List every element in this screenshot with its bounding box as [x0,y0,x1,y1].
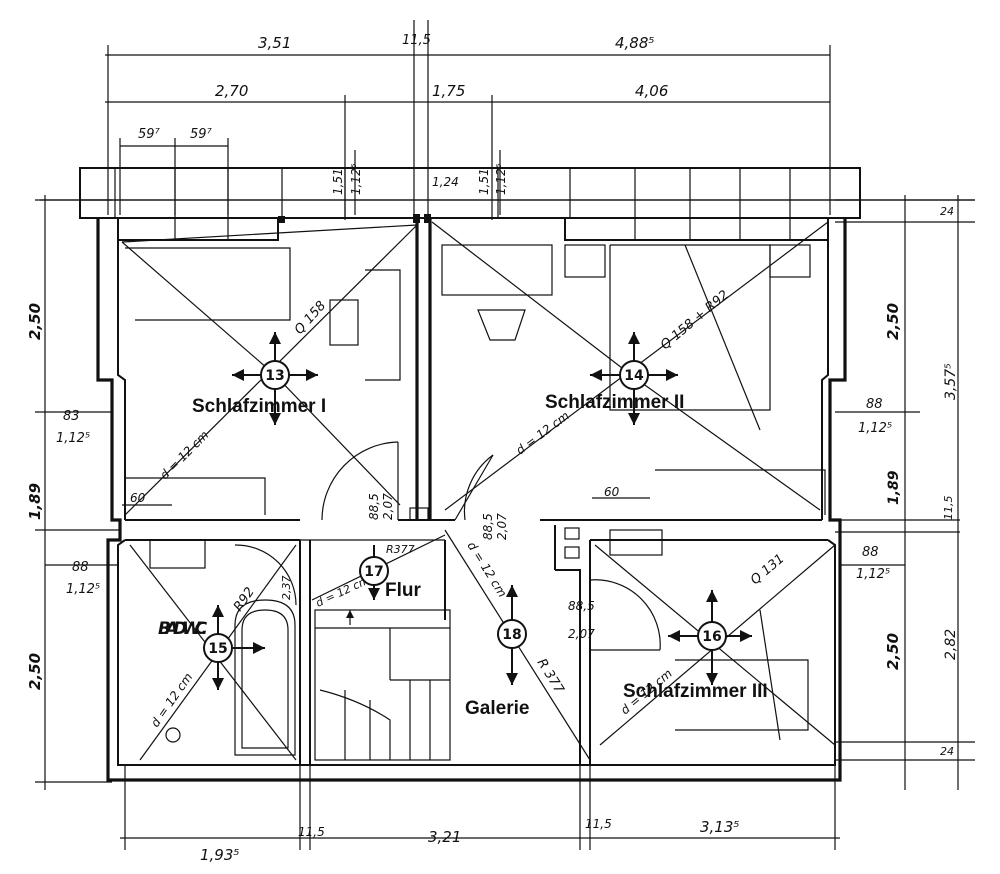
room-number-14: 14 [624,368,644,384]
label-r377-galerie: R 377 [534,656,567,697]
door-2-height: 2,07 [495,513,509,540]
door-1-height: 2,07 [381,493,395,520]
right-dim-8: 1,12⁵ [856,567,890,582]
door-2-width: 88,5 [481,513,495,540]
furniture-room-14 [441,244,826,515]
left-dim-6: 1,12⁵ [66,582,100,597]
dim-small-124: 1,24 [432,175,459,189]
diagonal-lines [121,221,836,761]
room-name-14: Schlafzimmer II [545,392,684,413]
right-dim-10: 2,82 [943,629,959,660]
right-dim-6: 11,5 [942,496,955,521]
label-q131: Q 131 [748,551,788,588]
room-marker-16: 16 [668,590,752,685]
room-number-16: 16 [702,629,721,645]
dim-win-2: 1,12⁵ [349,163,363,195]
dim-60-right: 60 [604,485,620,499]
label-r92: R92 [231,585,258,615]
bottom-dim-4: 11,5 [585,817,612,831]
interior-walls [125,218,828,765]
left-dimension-lines [35,195,120,790]
dim-top-8: 59⁷ [190,127,213,142]
bottom-dim-3: 3,21 [428,828,461,846]
room-marker-18: 18 [497,585,527,685]
dim-top-6: 4,06 [635,82,668,100]
label-d12-galerie: d = 12 cm [464,539,509,600]
room-name-13: Schlafzimmer I [192,396,326,417]
door-4-width: 2,37 [280,576,293,601]
room-number-17: 17 [364,564,383,580]
bathroom-fixtures [149,539,296,756]
right-dim-1: 2,50 [884,303,902,340]
diagonal-labels: Q 158 Q 158 + R92 d = 12 cm d = 12 cm Q … [148,288,788,730]
room-marker-15: 15 [203,605,265,690]
door-3-width: 88,5 [568,599,595,613]
right-dim-24-top: 24 [940,205,954,218]
right-dim-7: 88 [862,545,879,560]
label-q158-r92: Q 158 + R92 [658,288,732,353]
room-name-18: Galerie [465,698,529,719]
door-dims: 88,5 2,07 88,5 2,07 88,5 2,07 2,37 60 60 [122,485,650,641]
room-marker-13: 13 [232,332,318,425]
dim-top-1: 3,51 [258,34,291,52]
dim-top-3: 4,88⁵ [615,34,654,52]
bottom-dimension-lines [120,765,840,850]
dim-60-left: 60 [130,491,146,505]
door-3-height: 2,07 [568,627,595,641]
right-dimension-lines [835,195,975,790]
outer-walls [96,218,847,782]
right-dim-24-bottom: 24 [940,745,954,758]
left-dim-4: 1,89 [26,483,44,520]
room-number-13: 13 [265,368,284,384]
left-dim-1: 2,50 [26,303,44,340]
right-dim-2: 3,57⁵ [943,363,959,400]
label-d12-bad: d = 12 cm [148,670,195,729]
left-dim-2: 83 [63,409,80,424]
right-dim-3: 88 [866,397,883,412]
left-dim-7: 2,50 [26,653,44,690]
label-d12-room14: d = 12 cm [513,408,571,457]
left-dim-5: 88 [72,560,89,575]
right-dim-5: 1,89 [886,470,902,505]
label-r377-flur: R377 [386,543,415,556]
room-marker-17: 17 [359,545,389,600]
dim-top-2: 11,5 [402,33,431,48]
right-dim-4: 1,12⁵ [858,421,892,436]
bottom-dim-2: 11,5 [298,825,325,839]
dim-win-1: 1,51 [331,168,345,195]
room-name-17: Flur [385,580,421,601]
dim-top-4: 2,70 [215,82,248,100]
door-swings [234,441,661,651]
door-1-width: 88,5 [367,493,381,520]
staircase [314,609,451,761]
right-dim-9: 2,50 [884,633,902,670]
furniture-room-16 [564,527,809,731]
bottom-dim-1: 1,93⁵ [200,846,239,864]
room-marker-14: 14 [590,332,678,425]
left-dim-3: 1,12⁵ [56,431,90,446]
roof-overhang [79,167,861,219]
bottom-dim-5: 3,13⁵ [700,818,739,836]
label-d12-room13: d = 12 cm [157,428,211,482]
room-number-18: 18 [502,627,521,643]
room-number-15: 15 [208,641,227,657]
dim-top-5: 1,75 [432,82,465,100]
dim-win-3: 1,51 [477,168,491,195]
room-name-16: Schlafzimmer III [623,681,768,702]
room-name-15: BAD W.C. [158,619,208,639]
dim-top-7: 59⁷ [138,127,161,142]
